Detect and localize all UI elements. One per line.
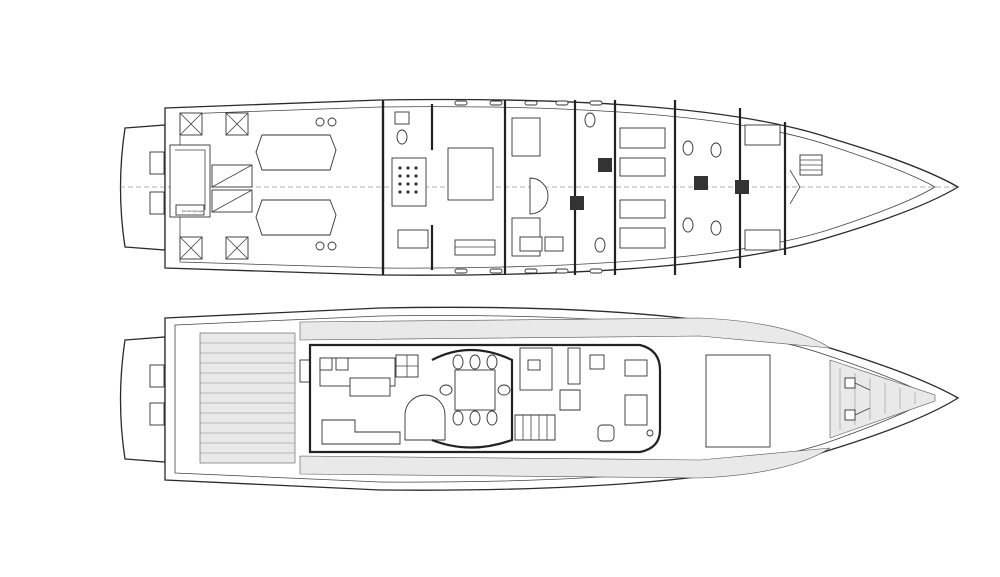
side-deck-starboard (299, 447, 831, 479)
dining-area (431, 348, 514, 449)
engine-port (255, 134, 337, 171)
foredeck-hatch (705, 354, 771, 448)
wheelhouse (589, 354, 654, 442)
saloon (319, 354, 446, 445)
master-bed (447, 147, 494, 201)
crew-bunk (744, 229, 781, 251)
dining-table (454, 369, 496, 411)
portholes (454, 100, 603, 274)
master-cabin (381, 100, 507, 275)
guest-bed (511, 117, 541, 157)
transom-step (149, 364, 165, 388)
engine-starboard (255, 199, 337, 236)
lower-deck-inner-line (179, 106, 936, 269)
windlass (844, 377, 856, 389)
main-deck-transom (119, 336, 166, 463)
guest-cabins (511, 100, 823, 275)
windlass (844, 409, 856, 421)
guest-bed (619, 199, 666, 219)
guest-bed (619, 157, 666, 177)
helm-seat (597, 424, 615, 442)
galley (514, 347, 581, 441)
garage-label: tender/garage (182, 209, 204, 213)
lower-deck-transom (119, 124, 166, 251)
main-deck-superstructure (308, 343, 662, 454)
crew-bunk (744, 124, 781, 146)
stair-down (404, 394, 446, 441)
transom-step (149, 151, 165, 175)
aft-deck (199, 332, 311, 464)
transom-step (149, 191, 165, 215)
guest-bed (619, 127, 666, 149)
lower-deck-plan: tender/garage (119, 98, 960, 276)
stair-up (514, 414, 556, 441)
side-deck-port (299, 317, 831, 349)
main-deck-plan (119, 306, 960, 491)
spiral-stair (529, 177, 549, 215)
guest-bed (619, 227, 666, 249)
foredeck (705, 354, 936, 448)
transom-step (149, 402, 165, 426)
